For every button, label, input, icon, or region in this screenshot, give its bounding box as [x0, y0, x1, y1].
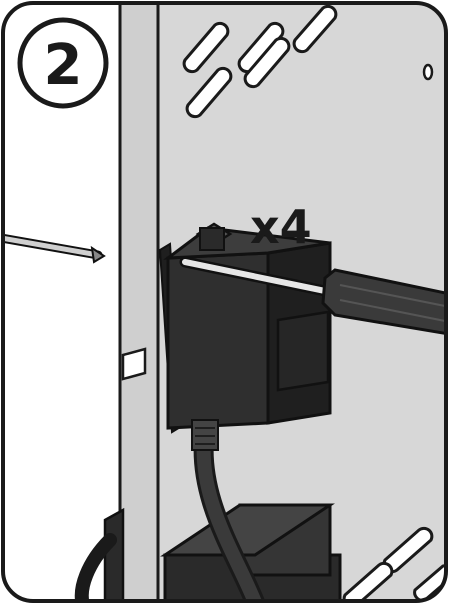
step-badge: 2 — [20, 20, 106, 106]
step-number: 2 — [44, 33, 83, 98]
mount-hole — [424, 65, 432, 79]
quantity-callout: x4 — [250, 200, 312, 254]
